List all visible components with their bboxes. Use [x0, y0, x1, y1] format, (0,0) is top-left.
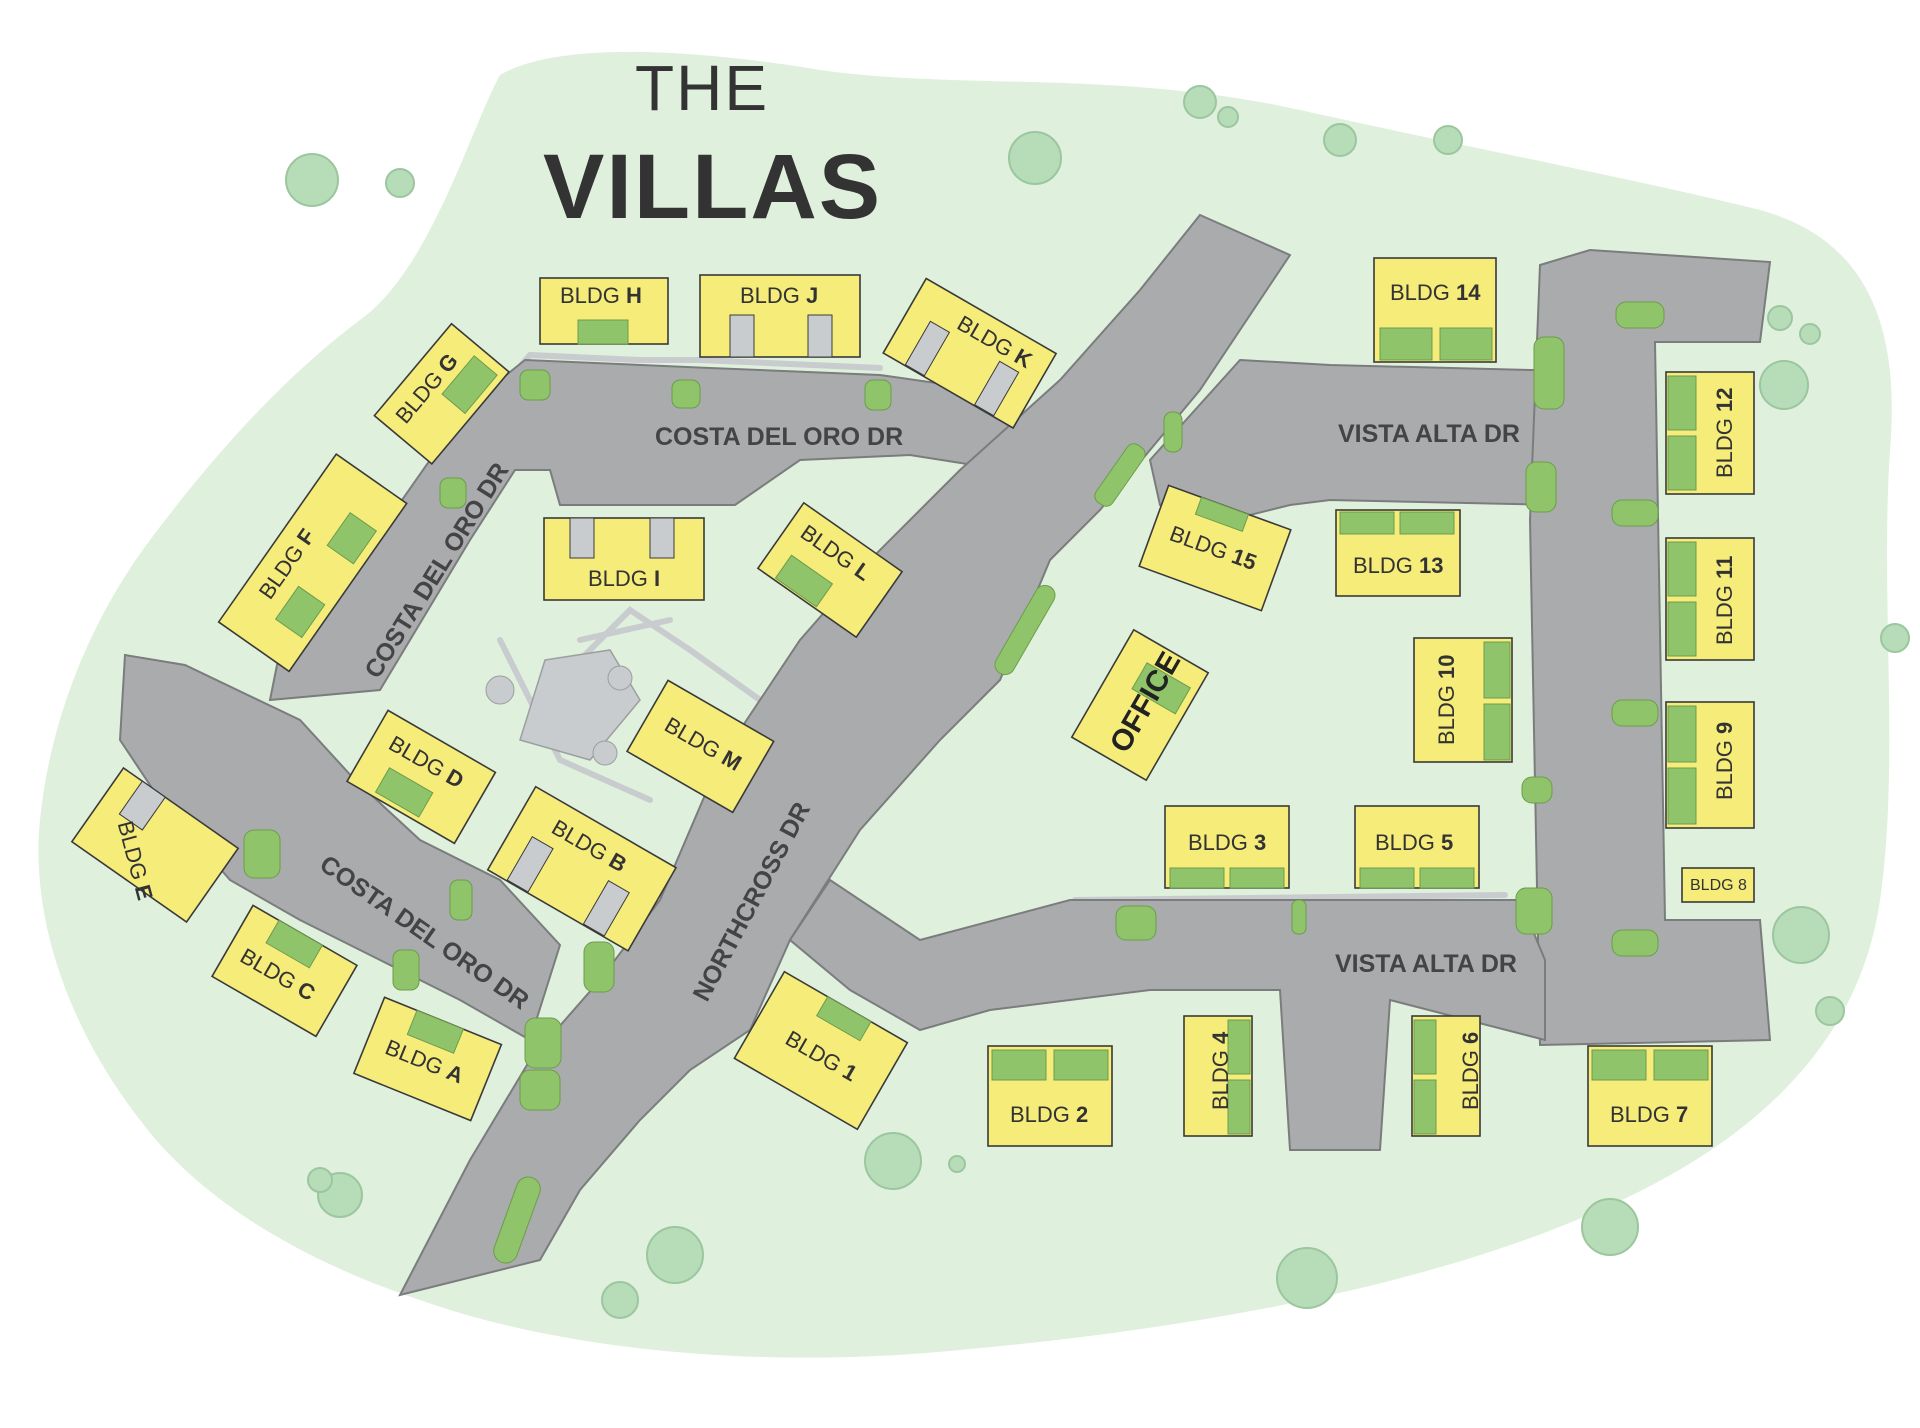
title-villas: VILLAS	[543, 136, 882, 238]
office-building: OFFICE	[1070, 628, 1210, 782]
street-vista-alta-top: VISTA ALTA DR	[1338, 420, 1520, 448]
bldg-1: BLDG 1	[733, 970, 909, 1131]
bldg-l: BLDG L	[756, 501, 904, 639]
bldg-i: BLDG I	[543, 517, 705, 601]
tree	[1759, 360, 1809, 410]
svg-text:BLDG 9: BLDG 9	[1712, 722, 1737, 800]
bldg-12: BLDG 12	[1665, 371, 1755, 495]
bldg-a: BLDG A	[352, 996, 503, 1122]
bldg-e: BLDG E	[70, 766, 240, 924]
svg-text:BLDG 10: BLDG 10	[1434, 654, 1459, 745]
svg-text:BLDG J: BLDG J	[740, 283, 818, 308]
street-vista-alta-bottom: VISTA ALTA DR	[1335, 950, 1517, 978]
bldg-j: BLDG J	[699, 274, 861, 358]
svg-text:BLDG 12: BLDG 12	[1712, 387, 1737, 478]
svg-text:BLDG 7: BLDG 7	[1610, 1102, 1688, 1127]
tree	[1767, 305, 1793, 331]
tree	[1880, 623, 1910, 653]
tree	[1433, 125, 1463, 155]
svg-text:BLDG 2: BLDG 2	[1010, 1102, 1088, 1127]
svg-text:BLDG 3: BLDG 3	[1188, 830, 1266, 855]
tree	[1276, 1247, 1338, 1309]
road-vista-alta-bottom	[788, 878, 1546, 1151]
svg-text:BLDG I: BLDG I	[588, 566, 660, 591]
bldg-9: BLDG 9	[1665, 701, 1755, 829]
bldg-h: BLDG H	[539, 277, 669, 345]
bldg-8: BLDG 8	[1681, 867, 1755, 903]
bldg-10: BLDG 10	[1413, 637, 1513, 763]
bldg-5: BLDG 5	[1354, 805, 1480, 889]
svg-text:BLDG 11: BLDG 11	[1712, 556, 1737, 645]
tree	[1323, 123, 1357, 157]
trees	[285, 85, 1910, 1319]
tree	[1183, 85, 1217, 119]
svg-text:BLDG H: BLDG H	[560, 283, 642, 308]
bldg-2: BLDG 2	[987, 1045, 1113, 1147]
bldg-4: BLDG 4	[1183, 1015, 1253, 1137]
tree	[385, 168, 415, 198]
bldg-m: BLDG M	[625, 679, 775, 814]
svg-text:BLDG 5: BLDG 5	[1375, 830, 1453, 855]
bldg-13: BLDG 13	[1335, 509, 1461, 597]
svg-text:BLDG 13: BLDG 13	[1353, 553, 1444, 578]
street-costa-del-oro-top: COSTA DEL ORO DR	[655, 423, 903, 451]
bldg-6: BLDG 6	[1411, 1015, 1483, 1137]
tree	[948, 1155, 966, 1173]
roads	[118, 213, 1772, 1297]
bldg-c: BLDG C	[210, 904, 359, 1038]
tree	[864, 1132, 922, 1190]
tree	[1772, 906, 1830, 964]
bldg-3: BLDG 3	[1164, 805, 1290, 889]
bldg-14: BLDG 14	[1373, 257, 1497, 363]
tree	[1581, 1198, 1639, 1256]
road-vista-alta-top	[1148, 358, 1561, 522]
bldg-15: BLDG 15	[1138, 484, 1292, 612]
svg-text:BLDG 14: BLDG 14	[1390, 280, 1481, 305]
tree	[601, 1281, 639, 1319]
svg-text:BLDG 8: BLDG 8	[1690, 877, 1747, 894]
tree	[1217, 106, 1239, 128]
tree	[285, 153, 339, 207]
buildings: BLDG H BLDG J BLDG K BLDG G BLDG F	[70, 257, 1755, 1147]
title-the: THE	[635, 52, 769, 124]
tree	[1815, 996, 1845, 1026]
clubhouse	[485, 649, 641, 766]
lawns	[243, 301, 1665, 1264]
tree	[1008, 131, 1062, 185]
road-vista-alta-right-loop	[1528, 248, 1772, 1047]
tree	[646, 1226, 704, 1284]
tree	[307, 1167, 333, 1193]
bldg-f: BLDG F	[217, 452, 408, 673]
bldg-11: BLDG 11	[1665, 537, 1755, 661]
svg-text:BLDG 6: BLDG 6	[1458, 1032, 1483, 1110]
bldg-d: BLDG D	[345, 709, 497, 845]
svg-text:BLDG 4: BLDG 4	[1208, 1031, 1233, 1110]
bldg-7: BLDG 7	[1587, 1045, 1713, 1147]
tree	[1799, 323, 1821, 345]
